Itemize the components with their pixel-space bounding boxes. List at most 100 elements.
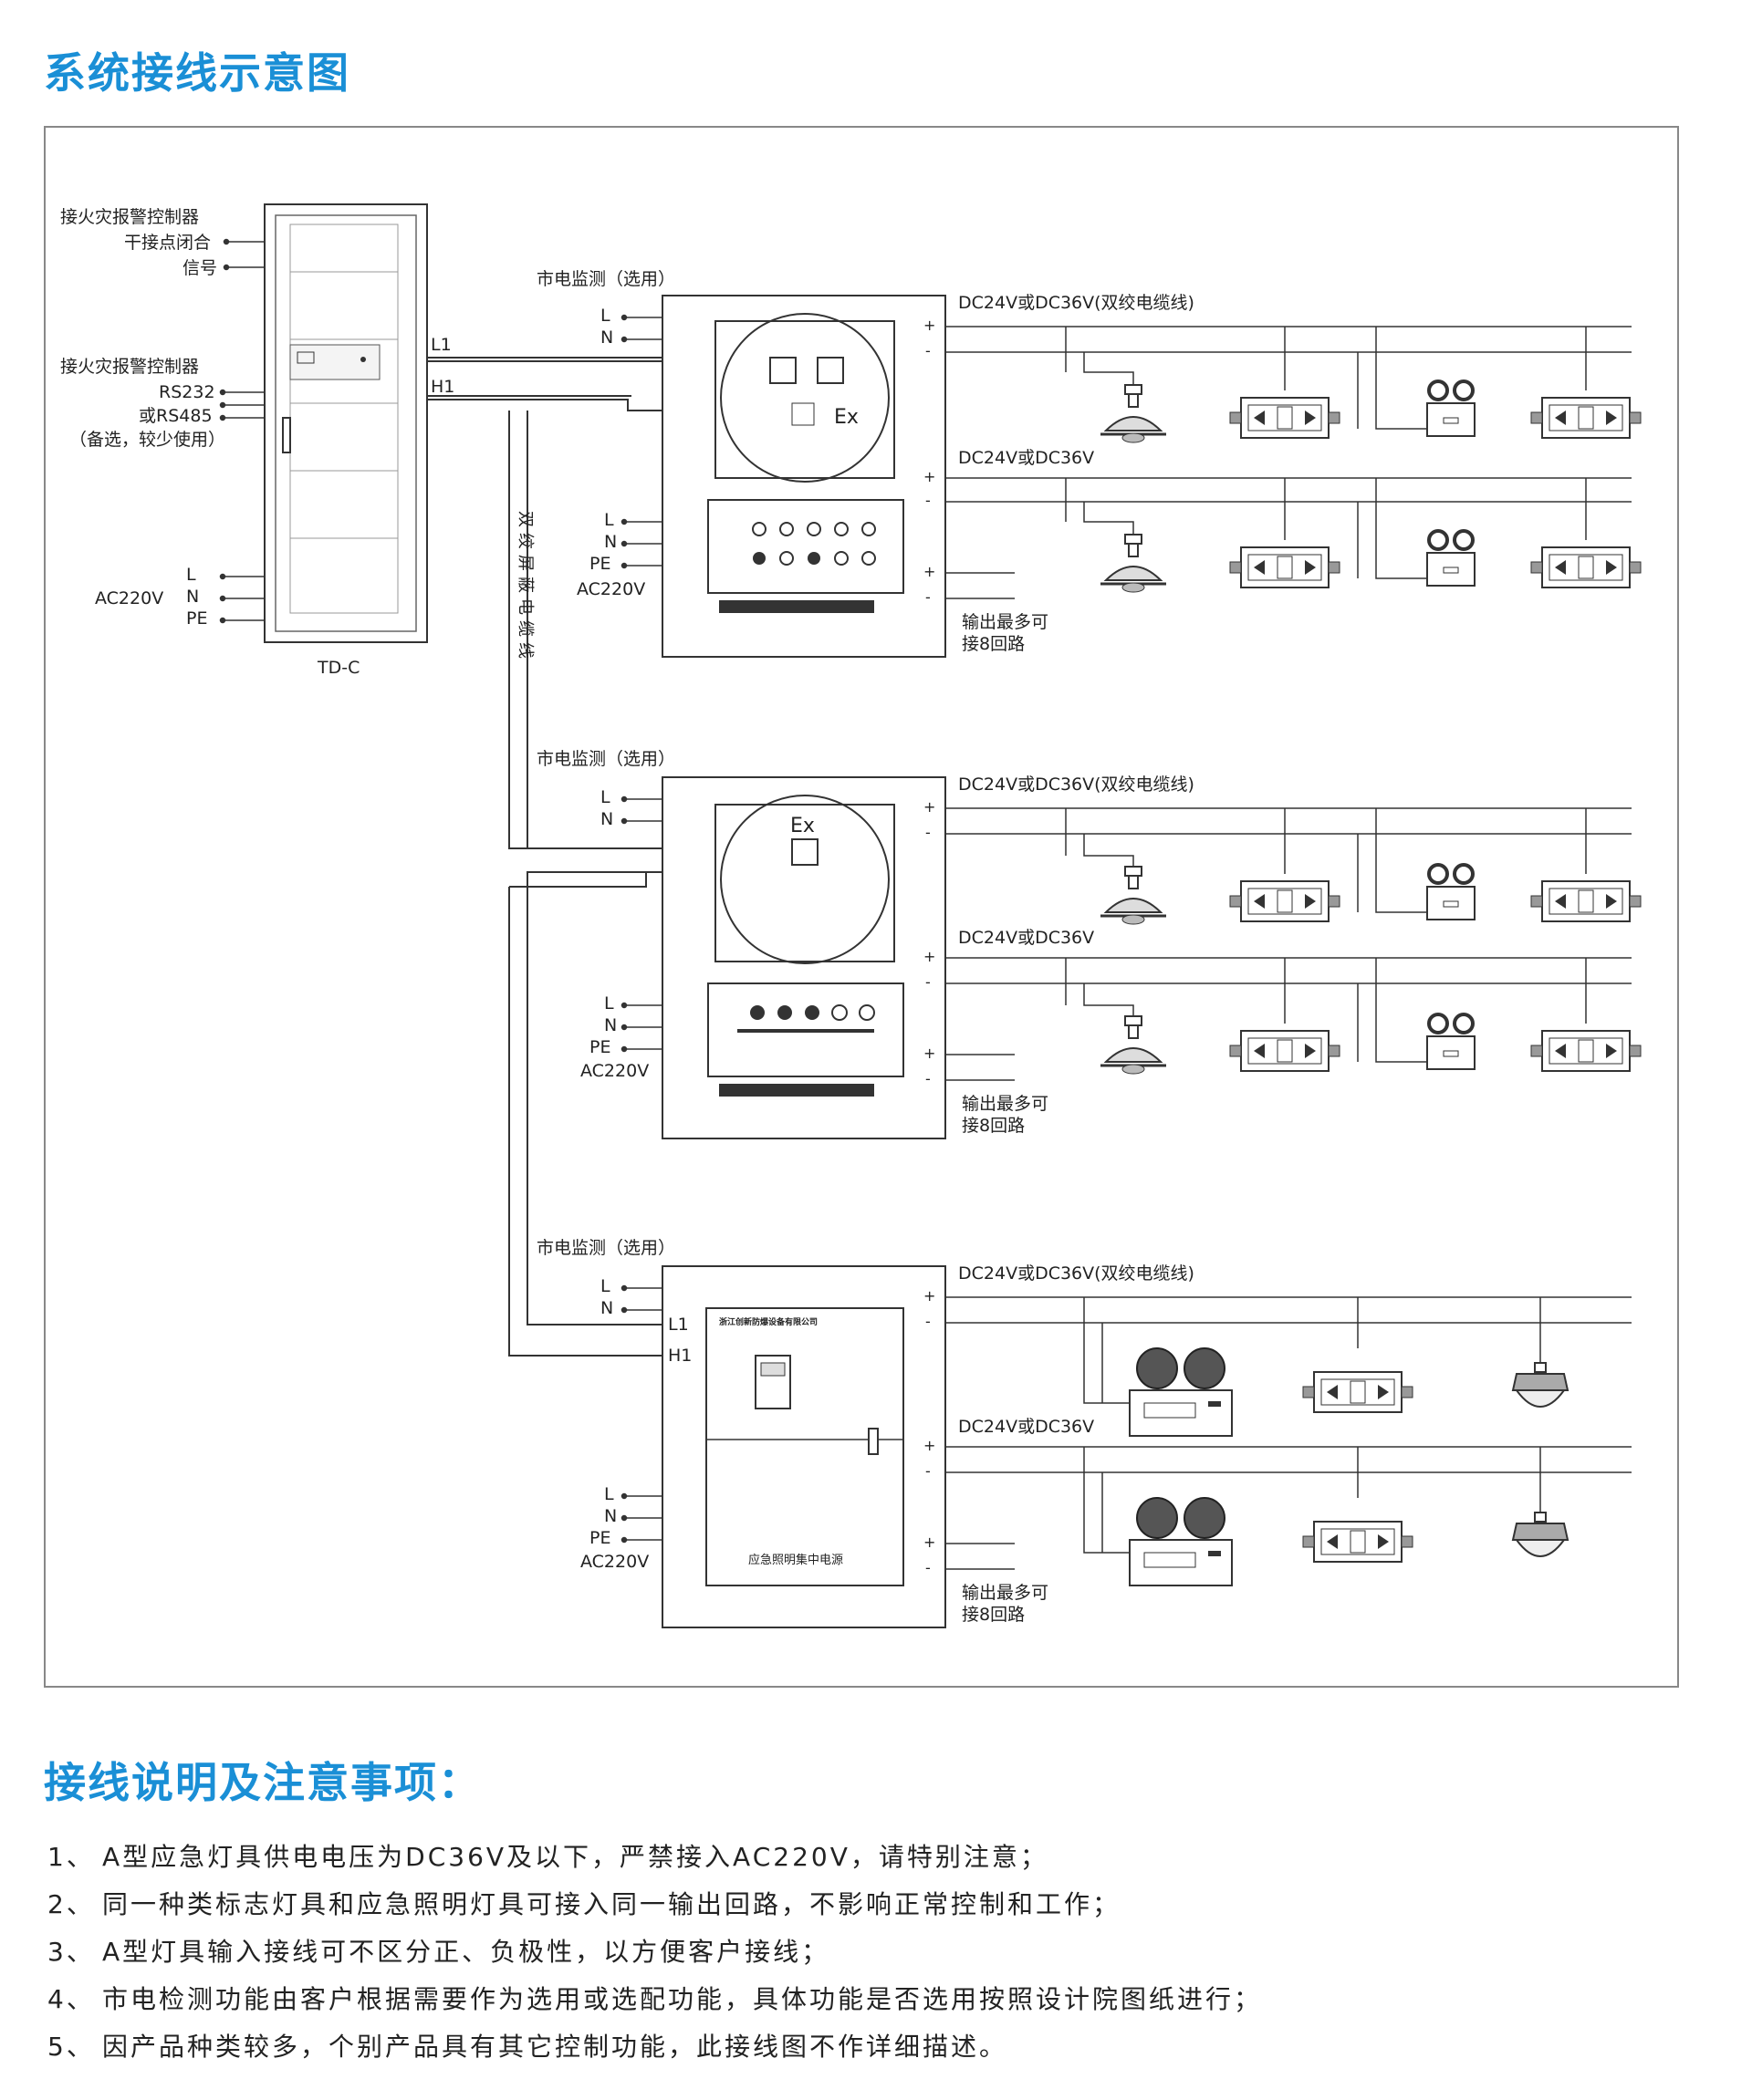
unit3-twin-lamp-2: [1129, 1497, 1233, 1586]
ctrl-L-label: L: [186, 565, 196, 585]
svg-text:+: +: [923, 468, 935, 485]
unit2-ex-mark: Ex: [790, 815, 815, 837]
unit2-mains-monitor: 市电监测（选用）: [537, 749, 675, 769]
unit3-cabinet-label: 应急照明集中电源: [748, 1553, 843, 1567]
bus-cable: [427, 357, 666, 1357]
svg-text:+: +: [923, 798, 935, 816]
svg-text:-: -: [925, 973, 931, 991]
ctrl-ac220v-label: AC220V: [95, 588, 163, 608]
unit1-N-label: N: [600, 327, 613, 348]
unit-1: Ex: [662, 295, 946, 658]
unit1-ex-mark: Ex: [834, 406, 859, 429]
unit1-line1-label: DC24V或DC36V(双绞电缆线): [958, 293, 1194, 313]
unit1-high-bay-lamp-2: [1099, 533, 1168, 594]
unit3-line2-label: DC24V或DC36V: [958, 1417, 1094, 1437]
unit1-mains-monitor: 市电监测（选用）: [537, 269, 675, 289]
svg-text:+: +: [923, 1533, 935, 1551]
unit3-ac220v-label: AC220V: [580, 1552, 649, 1572]
unit3-L-label-2: L: [604, 1484, 614, 1504]
unit2-output-polarity: + - + - + -: [923, 798, 935, 1087]
td-c-controller: [264, 203, 428, 643]
unit1-twin-lamp-2: [1425, 529, 1476, 587]
unit2-output-note-1: 输出最多可: [962, 1094, 1048, 1114]
unit3-output-lines: [945, 1296, 1632, 1570]
td-c-model-label: TD-C: [317, 658, 360, 678]
ctrl-N-label: N: [186, 587, 199, 607]
svg-text:-: -: [925, 492, 931, 509]
unit1-output-note-2: 接8回路: [962, 634, 1025, 654]
note-item: 1、 A型应急灯具供电电压为DC36V及以下，严禁接入AC220V，请特别注意；: [47, 1832, 1690, 1879]
fire-ctrl-label-2: 接火灾报警控制器: [60, 357, 199, 377]
ctrl-H1-label: H1: [431, 377, 454, 397]
unit3-L-label: L: [600, 1276, 610, 1296]
notes-list: 1、 A型应急灯具供电电压为DC36V及以下，严禁接入AC220V，请特别注意；…: [47, 1832, 1690, 2069]
unit3-N-label-2: N: [604, 1506, 617, 1526]
unit2-twin-lamp-2: [1425, 1013, 1476, 1071]
unit3-exit-sign-2: [1302, 1521, 1413, 1563]
dry-contact-label: 干接点闭合: [124, 233, 211, 253]
svg-text:+: +: [923, 948, 935, 965]
unit3-output-note-1: 输出最多可: [962, 1583, 1048, 1603]
unit2-PE-label: PE: [589, 1037, 610, 1057]
unit2-N-label-2: N: [604, 1015, 617, 1035]
unit3-loads-row1: [1083, 1297, 1541, 1404]
rs232-label: RS232: [159, 382, 215, 402]
unit2-exit-sign-2: [1530, 880, 1642, 922]
unit2-high-bay-lamp-1: [1099, 865, 1168, 926]
svg-text:+: +: [923, 1287, 935, 1305]
unit1-PE-label: PE: [589, 554, 610, 574]
unit1-high-bay-lamp-1: [1099, 383, 1168, 444]
rs485-label: 或RS485: [139, 406, 213, 426]
svg-text:-: -: [925, 1559, 931, 1576]
unit1-output-note-1: 输出最多可: [962, 612, 1048, 632]
note-text: A型灯具输入接线可不区分正、负极性，以方便客户接线；: [102, 1937, 830, 1967]
unit3-line1-label: DC24V或DC36V(双绞电缆线): [958, 1263, 1194, 1284]
unit3-N-label: N: [600, 1298, 613, 1318]
unit2-output-note-2: 接8回路: [962, 1116, 1025, 1136]
unit2-output-lines: [945, 807, 1632, 1081]
unit3-mains-monitor: 市电监测（选用）: [537, 1238, 675, 1258]
unit3-loads-row2: [1083, 1447, 1541, 1554]
unit1-L-label-2: L: [604, 510, 614, 530]
diagram-frame: [44, 126, 1679, 1688]
note-item: 5、 因产品种类较多，个别产品具有其它控制功能，此接线图不作详细描述。: [47, 2022, 1690, 2069]
unit3-H1-label: H1: [668, 1346, 692, 1366]
unit1-loads-row1: [1065, 327, 1587, 430]
ctrl-L1-label: L1: [431, 335, 452, 355]
note-item: 4、 市电检测功能由客户根据需要作为选用或选配功能，具体功能是否选用按照设计院图…: [47, 1974, 1690, 2022]
note-item: 2、 同一种类标志灯具和应急照明灯具可接入同一输出回路，不影响正常控制和工作；: [47, 1879, 1690, 1927]
note-number: 2、: [47, 1889, 95, 1919]
note-number: 4、: [47, 1984, 95, 2014]
unit3-output-note-2: 接8回路: [962, 1605, 1025, 1625]
notes-title: 接线说明及注意事项：: [44, 1758, 482, 1807]
unit2-exit-sign-1: [1229, 880, 1340, 922]
svg-text:-: -: [925, 342, 931, 359]
svg-text:-: -: [925, 824, 931, 841]
unit1-exit-sign-1: [1229, 397, 1340, 439]
unit1-exit-sign-4: [1530, 546, 1642, 588]
unit2-exit-sign-3: [1229, 1030, 1340, 1072]
unit2-exit-sign-4: [1530, 1030, 1642, 1072]
unit1-exit-sign-2: [1530, 397, 1642, 439]
svg-text:+: +: [923, 1045, 935, 1062]
fire-ctrl-label-1: 接火灾报警控制器: [60, 207, 199, 227]
svg-text:-: -: [925, 1462, 931, 1480]
unit1-output-lines: [945, 326, 1632, 599]
unit2-N-label: N: [600, 809, 613, 829]
unit2-L-label-2: L: [604, 993, 614, 1014]
svg-text:+: +: [923, 1437, 935, 1454]
diagram-title: 系统接线示意图: [44, 48, 350, 98]
svg-text:+: +: [923, 563, 935, 580]
unit2-ac220v-label: AC220V: [580, 1061, 649, 1081]
note-number: 5、: [47, 2032, 95, 2062]
unit1-twin-lamp-1: [1425, 379, 1476, 438]
unit2-high-bay-lamp-2: [1099, 1014, 1168, 1076]
note-number: 1、: [47, 1842, 95, 1872]
unit3-PE-label: PE: [589, 1528, 610, 1548]
unit1-L-label: L: [600, 306, 610, 326]
svg-text:-: -: [925, 1070, 931, 1087]
controller-terminals: [219, 238, 265, 624]
unit1-exit-sign-3: [1229, 546, 1340, 588]
svg-text:+: +: [923, 317, 935, 334]
unit3-company: 浙江创新防爆设备有限公司: [719, 1316, 818, 1327]
